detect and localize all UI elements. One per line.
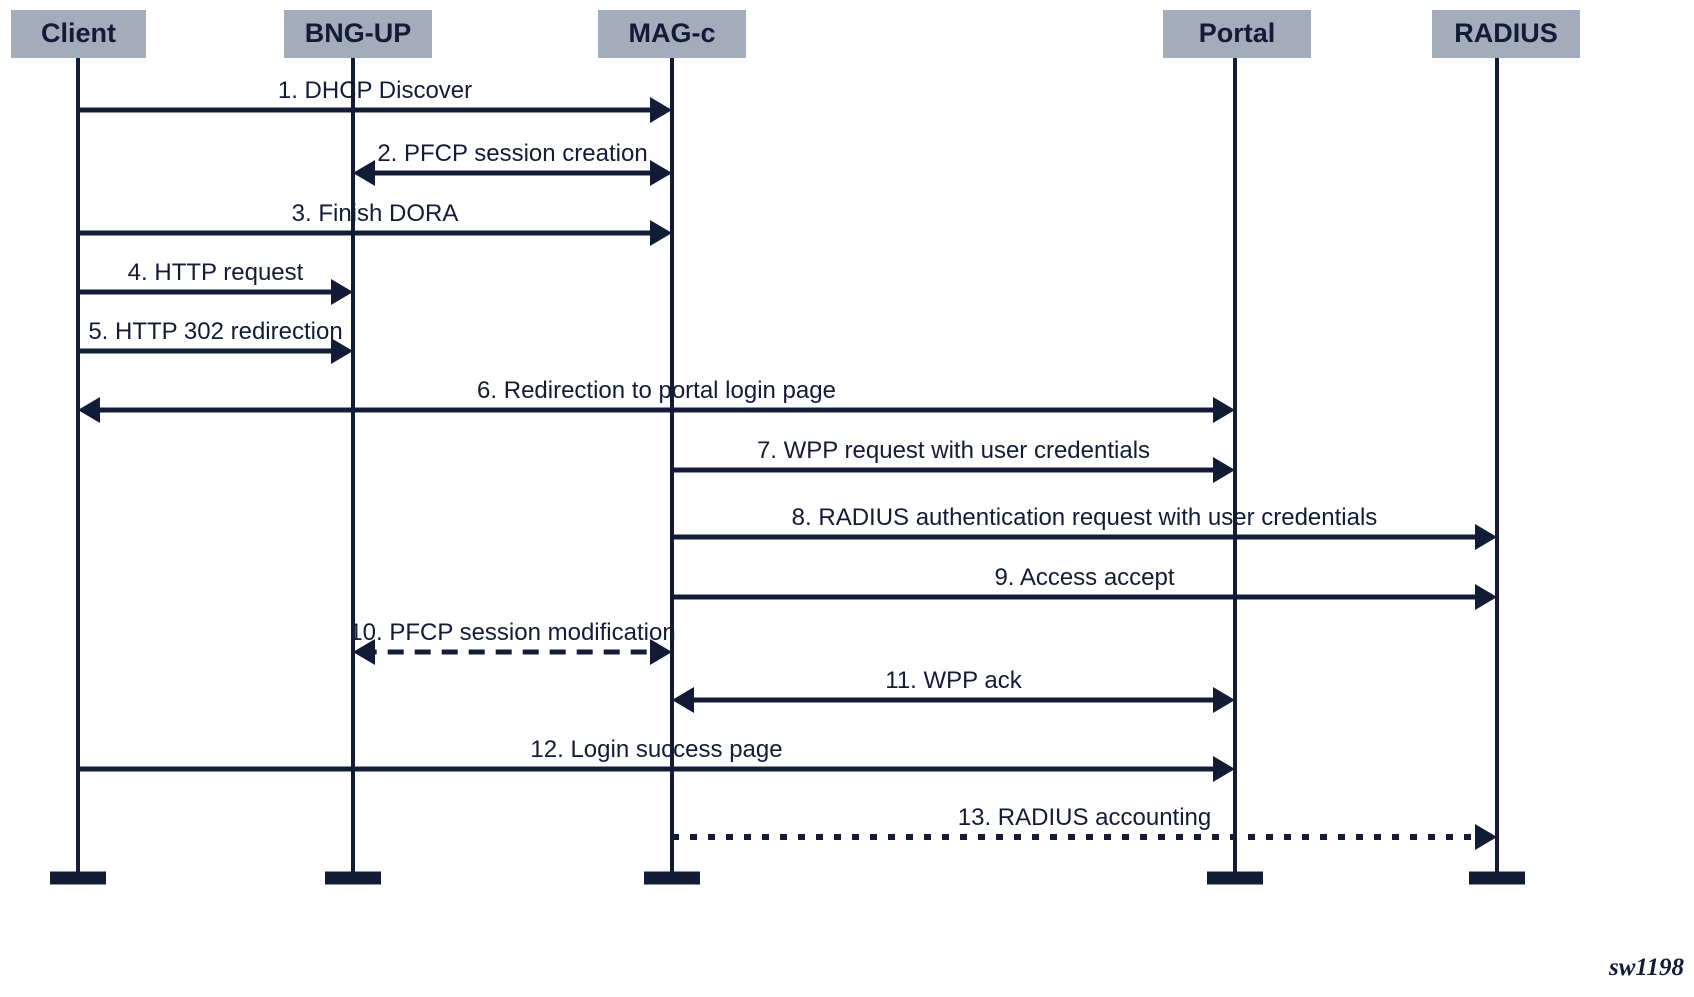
message-label-13: 13. RADIUS accounting [958, 804, 1211, 831]
actor-label-radius: RADIUS [1454, 18, 1558, 48]
actor-boxes-group: Client BNG-UP MAG-c Portal RADIUS [11, 10, 1580, 58]
messages-group: 1. DHCP Discover 2. PFCP session creation… [78, 77, 1497, 850]
message-12[interactable]: 12. Login success page [78, 736, 1235, 782]
message-7[interactable]: 7. WPP request with user credentials [672, 437, 1235, 483]
arrowhead-icon-13-end [1475, 824, 1497, 850]
arrowhead-icon-10-end [650, 639, 672, 665]
message-4[interactable]: 4. HTTP request [78, 259, 353, 305]
actor-label-client: Client [41, 18, 116, 48]
message-6[interactable]: 6. Redirection to portal login page [78, 377, 1235, 423]
arrowhead-icon-2-start [353, 160, 375, 186]
actor-label-portal: Portal [1199, 18, 1276, 48]
message-label-11: 11. WPP ack [885, 667, 1023, 694]
arrowhead-icon-4-end [331, 279, 353, 305]
message-10[interactable]: 10. PFCP session modification [349, 619, 676, 665]
message-3[interactable]: 3. Finish DORA [78, 200, 672, 246]
actor-box-client [11, 10, 146, 58]
arrowhead-icon-11-start [672, 687, 694, 713]
arrowhead-icon-6-end [78, 397, 100, 423]
arrowhead-icon-1-end [650, 97, 672, 123]
actor-magc[interactable]: MAG-c [598, 10, 746, 58]
arrowhead-icon-2-end [650, 160, 672, 186]
message-label-5: 5. HTTP 302 redirection [88, 318, 342, 345]
actor-box-portal [1163, 10, 1311, 58]
actor-box-radius [1432, 10, 1580, 58]
actor-label-magc: MAG-c [629, 18, 716, 48]
actor-bngup[interactable]: BNG-UP [284, 10, 432, 58]
actor-label-bngup: BNG-UP [305, 18, 412, 48]
arrowhead-icon-8-end [1475, 524, 1497, 550]
arrowhead-icon-9-start [1475, 584, 1497, 610]
message-8[interactable]: 8. RADIUS authentication request with us… [672, 504, 1497, 550]
message-13[interactable]: 13. RADIUS accounting [672, 804, 1497, 850]
message-1[interactable]: 1. DHCP Discover [78, 77, 672, 123]
message-label-3: 3. Finish DORA [292, 200, 459, 227]
arrowhead-icon-3-start [650, 220, 672, 246]
message-label-8: 8. RADIUS authentication request with us… [792, 504, 1378, 531]
actor-radius[interactable]: RADIUS [1432, 10, 1580, 58]
message-label-7: 7. WPP request with user credentials [757, 437, 1150, 464]
arrowhead-icon-10-start [353, 639, 375, 665]
message-label-12: 12. Login success page [530, 736, 782, 763]
message-label-10: 10. PFCP session modification [349, 619, 675, 646]
message-5[interactable]: 5. HTTP 302 redirection [78, 318, 353, 364]
message-9[interactable]: 9. Access accept [672, 564, 1497, 610]
actor-portal[interactable]: Portal [1163, 10, 1311, 58]
actor-client[interactable]: Client [11, 10, 146, 58]
lifelines-group [76, 58, 1499, 875]
arrowhead-icon-5-start [331, 338, 353, 364]
arrowhead-icon-11-end [1213, 687, 1235, 713]
arrowhead-icon-7-start [1213, 457, 1235, 483]
message-label-9: 9. Access accept [994, 564, 1174, 591]
arrowhead-icon-12-start [1213, 756, 1235, 782]
arrowhead-icon-6-start [1213, 397, 1235, 423]
message-label-1: 1. DHCP Discover [278, 77, 472, 104]
message-label-2: 2. PFCP session creation [377, 140, 647, 167]
message-11[interactable]: 11. WPP ack [672, 667, 1235, 713]
message-label-4: 4. HTTP request [128, 259, 304, 286]
message-2[interactable]: 2. PFCP session creation [353, 140, 672, 186]
message-label-6: 6. Redirection to portal login page [477, 377, 836, 404]
actor-box-magc [598, 10, 746, 58]
actor-box-bngup [284, 10, 432, 58]
